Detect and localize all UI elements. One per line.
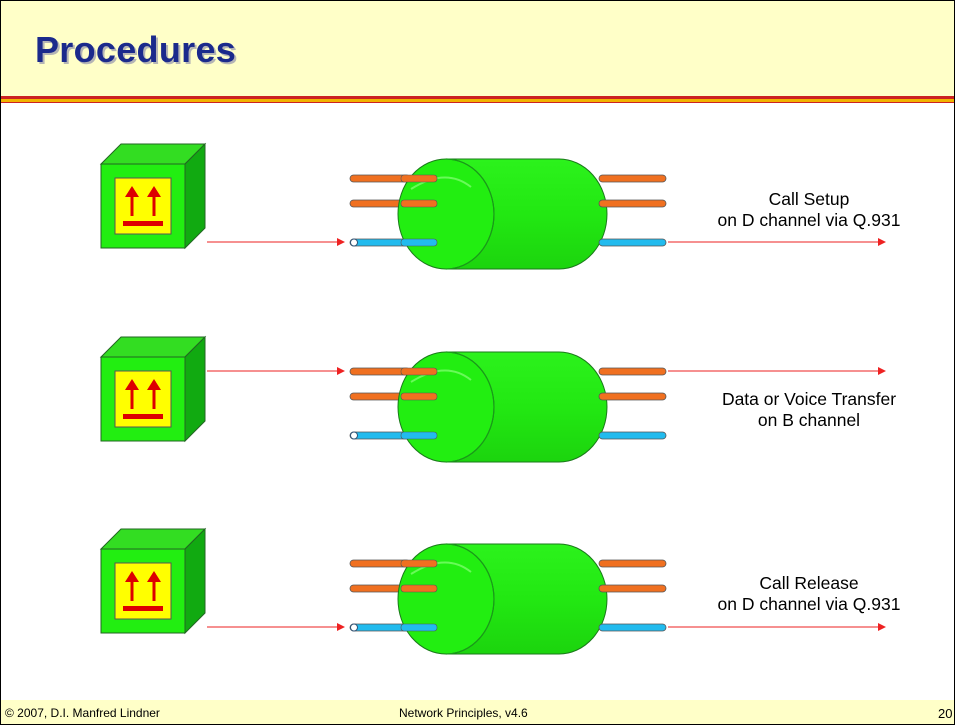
step-3-title: Call Release — [759, 573, 859, 593]
step-1-label: Call Setup on D channel via Q.931 — [689, 189, 929, 231]
cable-bundle-icon — [349, 351, 667, 463]
title-rule — [1, 102, 954, 103]
footer-page-number: 20 — [938, 706, 953, 721]
cable-bundle-icon — [349, 543, 667, 655]
title-rule — [1, 99, 954, 102]
step-1-detail: on D channel via Q.931 — [717, 210, 901, 230]
footer: © 2007, D.I. Manfred Lindner Network Pri… — [1, 700, 954, 724]
footer-course: Network Principles, v4.6 — [399, 706, 528, 720]
isdn-terminal-icon — [99, 527, 207, 635]
title-rule — [1, 96, 954, 99]
step-3-label: Call Release on D channel via Q.931 — [689, 573, 929, 615]
cable-bundle-icon — [349, 158, 667, 270]
step-2-label: Data or Voice Transfer on B channel — [689, 389, 929, 431]
title-bar: Procedures — [1, 1, 954, 96]
step-3-group — [99, 527, 886, 655]
step-2-detail: on B channel — [757, 410, 861, 430]
slide-title: Procedures — [35, 29, 237, 70]
step-1-title: Call Setup — [768, 189, 850, 209]
step-2-title: Data or Voice Transfer — [721, 389, 897, 409]
step-1-group — [99, 142, 886, 270]
step-2-group — [99, 335, 886, 463]
isdn-terminal-icon — [99, 335, 207, 443]
step-3-detail: on D channel via Q.931 — [717, 594, 901, 614]
footer-copyright: © 2007, D.I. Manfred Lindner — [5, 706, 160, 720]
isdn-terminal-icon — [99, 142, 207, 250]
